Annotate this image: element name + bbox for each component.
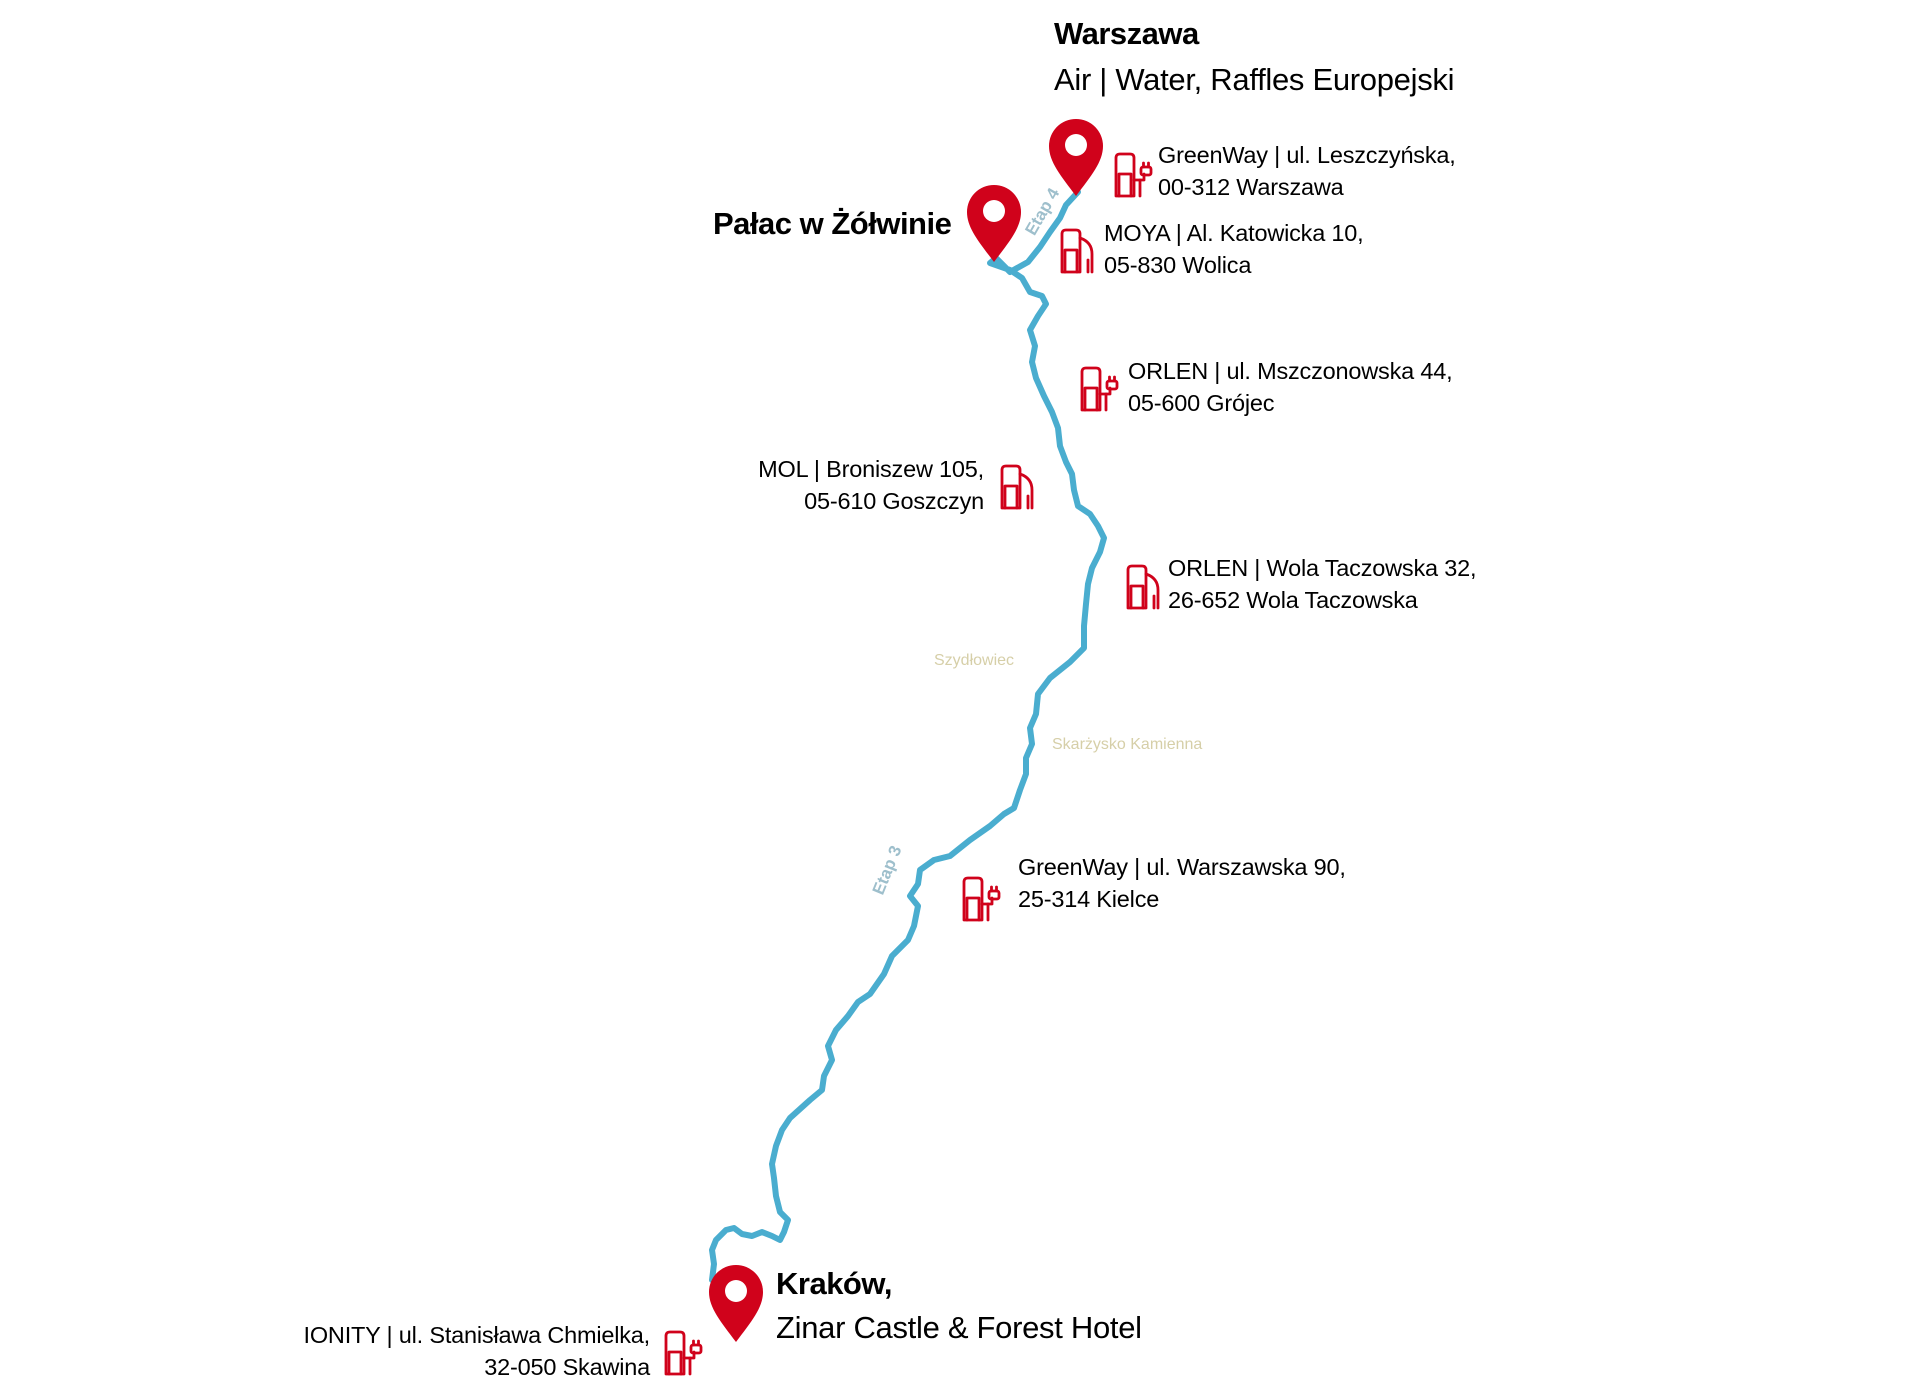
station-greenway-warszawa: GreenWay | ul. Leszczyńska, 00-312 Warsz… [1158, 140, 1456, 203]
station-greenway-kielce: GreenWay | ul. Warszawska 90, 25-314 Kie… [1018, 852, 1346, 915]
destination-name-zolwin: Pałac w Żółwinie [713, 206, 952, 241]
station-mol-goszczyn: MOL | Broniszew 105, 05-610 Goszczyn [758, 454, 984, 517]
station-orlen-grojec: ORLEN | ul. Mszczonowska 44, 05-600 Grój… [1128, 356, 1453, 419]
station-line2: 00-312 Warszawa [1158, 173, 1344, 200]
station-line2: 05-830 Wolica [1104, 251, 1252, 278]
station-line1: ORLEN | Wola Taczowska 32, [1168, 555, 1477, 581]
pin-zolwin[interactable] [967, 185, 1021, 262]
town-label-szydlowiec: Szydłowiec [934, 652, 1015, 669]
station-line2: 05-600 Grójec [1128, 389, 1275, 416]
route-line [709, 189, 1107, 1283]
station-line2: 32-050 Skawina [484, 1353, 650, 1380]
destination-hotel-warszawa: Air | Water, Raffles Europejski [1054, 62, 1455, 97]
destination-name-warszawa: Warszawa [1054, 16, 1199, 51]
station-line1: MOL | Broniszew 105, [758, 456, 984, 482]
station-line1: ORLEN | ul. Mszczonowska 44, [1128, 358, 1453, 384]
station-line2: 05-610 Goszczyn [804, 487, 984, 514]
town-label-skarzysko: Skarżysko Kamienna [1052, 736, 1203, 753]
ev-charger-icon[interactable] [962, 876, 1001, 922]
ev-charger-icon[interactable] [1114, 152, 1153, 198]
station-orlen-wola: ORLEN | Wola Taczowska 32, 26-652 Wola T… [1168, 553, 1476, 616]
fuel-pump-icon[interactable] [1000, 464, 1034, 510]
ev-charger-icon[interactable] [664, 1330, 703, 1376]
station-moya-wolica: MOYA | Al. Katowicka 10, 05-830 Wolica [1104, 218, 1364, 281]
ev-charger-icon[interactable] [1080, 366, 1119, 412]
pin-warszawa[interactable] [1049, 119, 1103, 196]
destination-hotel-krakow: Zinar Castle & Forest Hotel [776, 1310, 1142, 1345]
pin-krakow[interactable] [709, 1265, 763, 1342]
station-line1: MOYA | Al. Katowicka 10, [1104, 220, 1364, 246]
station-line1: IONITY | ul. Stanisława Chmielka, [303, 1322, 651, 1348]
fuel-pump-icon[interactable] [1126, 564, 1160, 610]
station-line2: 26-652 Wola Taczowska [1168, 586, 1418, 613]
station-ionity-skawina: IONITY | ul. Stanisława Chmielka, 32-050… [303, 1320, 651, 1383]
fuel-pump-icon[interactable] [1060, 228, 1094, 274]
station-line1: GreenWay | ul. Warszawska 90, [1018, 854, 1346, 880]
station-line2: 25-314 Kielce [1018, 885, 1160, 912]
destination-name-krakow: Kraków, [776, 1266, 892, 1301]
station-line1: GreenWay | ul. Leszczyńska, [1158, 142, 1456, 168]
